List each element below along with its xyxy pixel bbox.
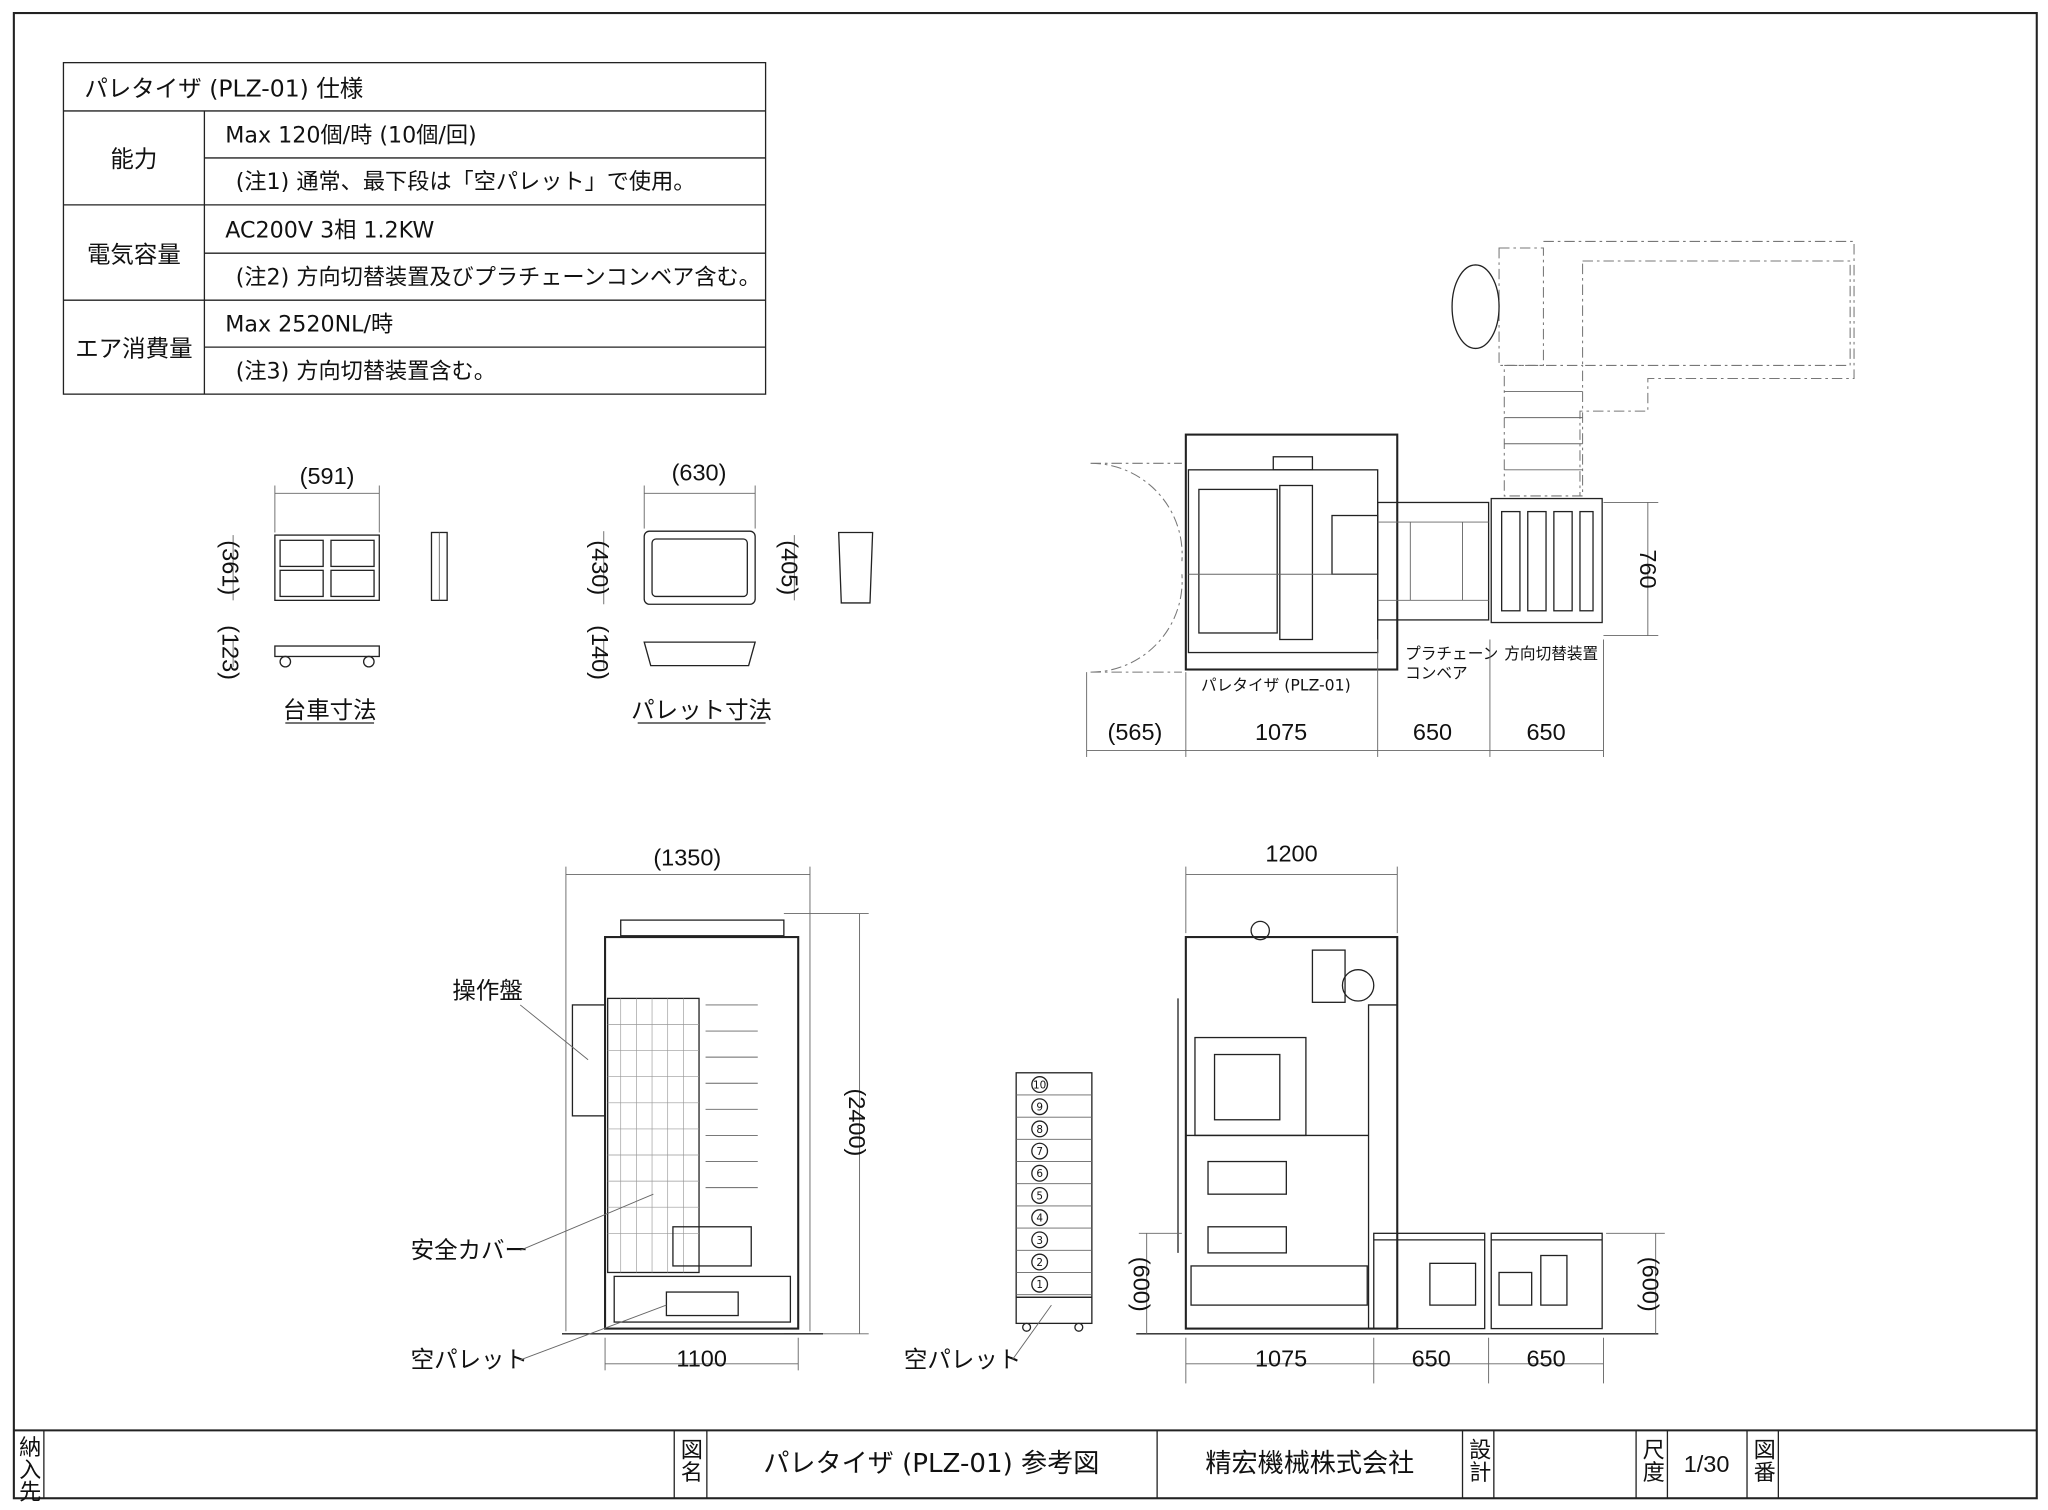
cart-width-dim: (591) [300,463,355,489]
stack-number-circle [1031,1275,1049,1293]
stack-number-circle [1031,1076,1049,1094]
spec-title: パレタイザ (PLZ-01) 仕様 [84,75,363,103]
cart-depth-dim: (361) [218,540,244,595]
spec-label-capacity: 能力 [110,145,157,173]
cart-drawing: (591) (361) (123) 台車寸法 [218,463,448,724]
company-name: 精宏機械株式会社 [1205,1449,1414,1479]
stack-number: 1 [1036,1279,1043,1291]
stack-number-circle [1031,1253,1049,1271]
stack-number-circle [1031,1231,1049,1249]
plan-dim-565: (565) [1108,719,1163,745]
spec-value-power: AC200V 3相 1.2KW [225,218,434,244]
side-dim-1075: 1075 [1255,1345,1307,1371]
side-dim-650a: 650 [1412,1345,1451,1371]
pallet-depth-dim: (430) [587,540,613,595]
stack-number: 9 [1036,1102,1043,1114]
pallet-height-dim: (140) [587,625,613,680]
scale-label: 尺度 [1639,1438,1665,1483]
plan-dim-650b: 650 [1526,719,1565,745]
plan-view: 760 パレタイザ (PLZ-01) プラチェーン コンベア 方向切替装置 (5… [1086,240,1855,757]
spec-label-air: エア消費量 [75,334,192,362]
pallet-stack [1015,1072,1093,1298]
front-base-width-dim: 1100 [676,1345,727,1371]
stack-number: 8 [1036,1124,1043,1136]
callout-empty-pallet-side: 空パレット [904,1346,1021,1374]
spec-value-capacity: Max 120個/時 (10個/回) [225,122,476,148]
plan-label-palletizer: パレタイザ (PLZ-01) [1201,675,1351,694]
spec-note-3: (注3) 方向切替装置含む。 [236,358,496,384]
title-block: 納入先 図名 パレタイザ (PLZ-01) 参考図 精宏機械株式会社 設計 尺度… [13,1429,2037,1502]
spec-value-air: Max 2520NL/時 [225,311,393,337]
front-width-dim: (1350) [653,844,721,870]
plan-label-conveyor-2: コンベア [1405,664,1468,683]
stack-number: 2 [1036,1257,1043,1269]
spec-label-power: 電気容量 [87,240,181,268]
pallet-depth2-dim: (405) [776,540,802,595]
front-height-dim: (2400) [844,1088,870,1156]
cart-height-dim: (123) [218,625,244,680]
plan-label-conveyor-1: プラチェーン [1405,644,1498,663]
drawing-no-label: 図番 [1750,1438,1776,1483]
design-label: 設計 [1465,1438,1491,1483]
drawing-name: パレタイザ (PLZ-01) 参考図 [763,1449,1099,1479]
stack-numbers: 10 9 8 7 6 5 4 3 2 1 [1016,1076,1092,1296]
stack-number-circle [1031,1142,1049,1160]
sheet-border [12,12,2038,1500]
cart-caption: 台車寸法 [283,696,377,724]
plan-dim-1075: 1075 [1255,719,1307,745]
callout-empty-pallet-front: 空パレット [411,1346,528,1374]
stack-number-circle [1031,1098,1049,1116]
callout-safety-cover: 安全カバー [411,1236,528,1264]
side-conveyor-height-left: (600) [1129,1257,1155,1312]
stack-number: 3 [1036,1235,1043,1247]
stack-number: 4 [1036,1213,1043,1225]
drawing-name-label: 図名 [677,1438,703,1483]
spec-table: パレタイザ (PLZ-01) 仕様 能力 Max 120個/時 (10個/回) … [62,61,767,395]
side-width-dim: 1200 [1265,840,1317,866]
callout-operation-panel: 操作盤 [452,976,522,1004]
front-view: (1350) (2400) 1100 操作盤 安全カバー 空パレット [411,844,871,1373]
stack-number-circle [1031,1209,1049,1227]
pallet-width-dim: (630) [672,459,727,485]
side-conveyor-height-right: (600) [1638,1257,1664,1312]
plan-dim-650a: 650 [1413,719,1452,745]
pallet-caption: パレット寸法 [631,696,772,724]
stack-number-circle [1031,1186,1049,1204]
stack-number: 6 [1036,1168,1043,1180]
pallet-drawing: (630) (430) (405) (140) パレット寸法 [587,459,874,724]
scale-value: 1/30 [1684,1451,1730,1477]
stack-number-circle [1031,1164,1049,1182]
spec-note-2: (注2) 方向切替装置及びプラチェーンコンベア含む。 [236,265,761,291]
stack-number: 10 [1033,1079,1046,1091]
side-dim-650b: 650 [1526,1345,1565,1371]
stack-number: 5 [1036,1190,1043,1202]
spec-note-1: (注1) 通常、最下段は「空パレット」で使用。 [236,169,696,195]
plan-label-switcher: 方向切替装置 [1504,644,1598,663]
stack-number: 7 [1036,1146,1043,1158]
side-view: 1200 (600) (600) 1075 650 650 [904,840,1665,1384]
stack-number-circle [1031,1120,1049,1138]
plan-depth-dim: 760 [1635,549,1661,588]
delivery-label: 納入先 [15,1435,41,1502]
